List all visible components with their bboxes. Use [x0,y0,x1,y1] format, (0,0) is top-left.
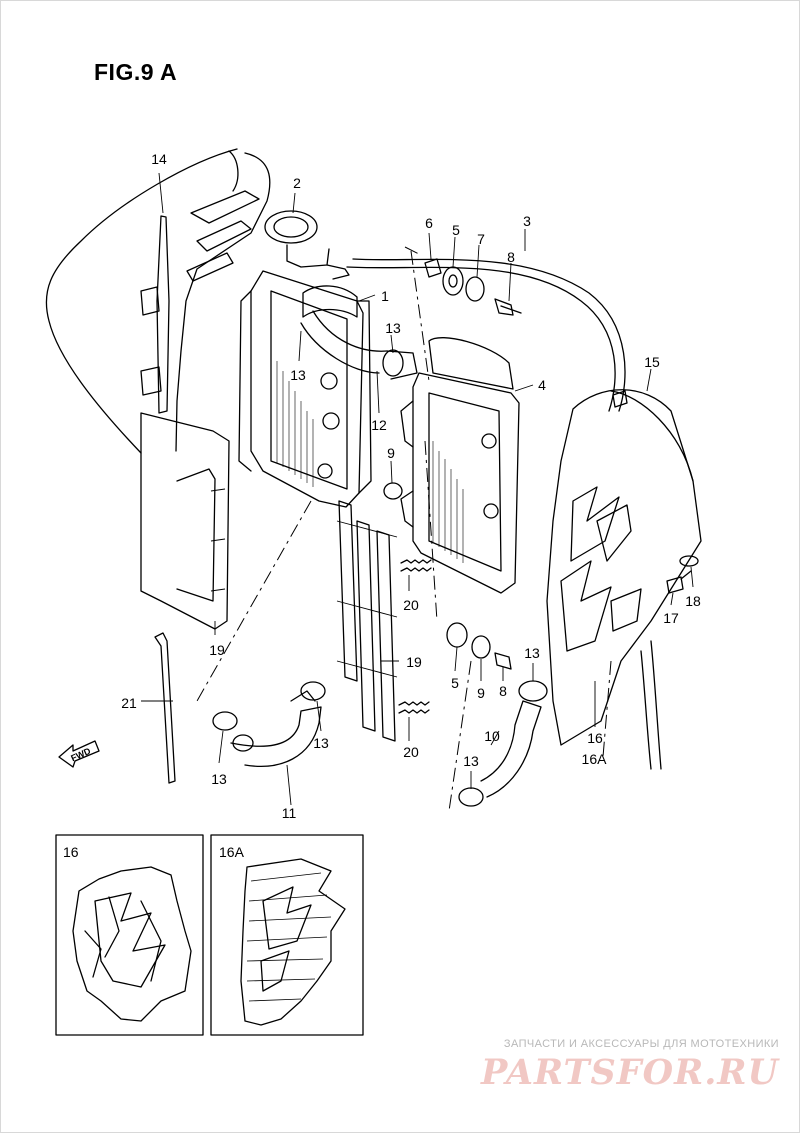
callout-13: 13 [290,367,306,383]
callout-15: 15 [644,354,660,370]
callout-18: 18 [685,593,701,609]
callout-19: 19 [406,654,422,670]
figure-title: FIG.9 A [94,59,178,85]
callout-21: 21 [121,695,137,711]
cable-tie-part-21 [141,632,176,784]
callout-17: 17 [663,610,679,626]
callout-7: 7 [477,231,485,247]
callout-10: 10 [484,728,500,744]
hose-part-10 [458,680,548,807]
callout-14: 14 [151,151,167,167]
callout-20: 20 [403,597,419,613]
callout-16A: 16A [581,751,607,767]
watermark-logo: PARTSFOR.RU [481,1052,779,1093]
leader-lines [158,172,694,806]
assembly-lines [196,246,612,812]
callout-13: 13 [211,771,227,787]
callout-1: 1 [381,288,389,304]
callout-11: 11 [281,805,297,821]
callout-4: 4 [538,377,546,393]
callout-8: 8 [499,683,507,699]
callout-5: 5 [452,222,460,238]
callout-13: 13 [385,320,401,336]
callout-5: 5 [451,675,459,691]
inset-16-label: 16 [63,844,79,860]
callout-13: 13 [524,645,540,661]
overflow-hose-part-3 [346,258,626,412]
callout-9: 9 [477,685,485,701]
callout-6: 6 [425,215,433,231]
radiator-right-part-4 [400,337,520,594]
fasteners-17-18 [666,555,699,594]
callout-2: 2 [293,175,301,191]
watermark-tagline: ЗАПЧАСТИ И АКСЕССУАРЫ ДЛЯ МОТОТЕХНИКИ [503,1038,779,1050]
mount-stack-lower [383,482,512,670]
callout-19: 19 [209,642,225,658]
callout-16: 16 [587,730,603,746]
callout-12: 12 [371,417,387,433]
callout-13: 13 [463,753,479,769]
callout-3: 3 [523,213,531,229]
radiator-left-part-1 [238,210,372,508]
callout-8: 8 [507,249,515,265]
inset-16A-label: 16A [219,844,244,860]
fwd-arrow-icon [58,740,100,768]
inset-16-box [55,834,204,1036]
inset-16A-box [210,834,364,1036]
callout-9: 9 [387,445,395,461]
shroud-right-part-15 [546,389,702,770]
guard-part-19 [336,500,432,742]
hose-part-11 [212,681,326,767]
callout-20: 20 [403,744,419,760]
callout-13: 13 [313,735,329,751]
watermark: ЗАПЧАСТИ И АКСЕССУАРЫ ДЛЯ МОТОТЕХНИКИ PA… [481,1038,779,1093]
shroud-left-part-14 [45,148,271,630]
